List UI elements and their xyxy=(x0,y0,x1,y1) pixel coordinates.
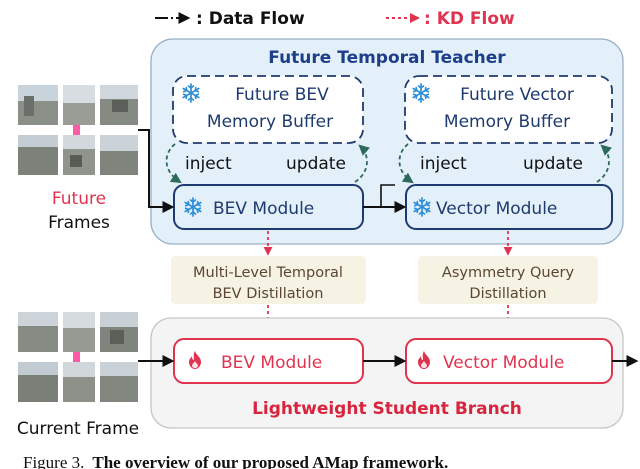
future-frames-label-line2: Frames xyxy=(48,213,110,233)
update-label-bev: update xyxy=(286,154,346,174)
future-frames-label-line1: Future xyxy=(52,189,106,209)
data-flow-legend-label: : Data Flow xyxy=(196,9,305,29)
bev-buffer-label-line2: Memory Buffer xyxy=(207,112,333,132)
query-distillation-box xyxy=(418,256,598,304)
bev-to-vector-branch xyxy=(380,184,395,207)
query-distillation-label-line2: Distillation xyxy=(469,286,546,302)
update-arrow-bev xyxy=(354,144,371,183)
future-frames-to-teacher-arrow xyxy=(138,129,175,213)
bev-distillation-label-line2: BEV Distillation xyxy=(213,286,324,302)
vector-memory-buffer xyxy=(404,75,613,144)
teacher-bev-module-label: BEV Module xyxy=(213,199,314,219)
bev-memory-buffer xyxy=(172,75,364,144)
teacher-vector-module-label: Vector Module xyxy=(436,199,557,219)
bev-distillation-label-line1: Multi-Level Temporal xyxy=(193,265,343,281)
inject-arrow-vector xyxy=(398,143,414,184)
student-title: Lightweight Student Branch xyxy=(252,399,522,419)
bev-distillation-box xyxy=(171,256,366,304)
teacher-title: Future Temporal Teacher xyxy=(268,48,506,68)
inject-label-vector: inject xyxy=(420,154,467,174)
current-frame-label: Current Frame xyxy=(17,419,139,439)
inject-label-bev: inject xyxy=(185,154,232,174)
query-distillation-label-line1: Asymmetry Query xyxy=(442,265,575,281)
legend: : Data Flow : KD Flow xyxy=(155,9,515,29)
update-arrow-vector xyxy=(596,144,613,183)
inject-arrow-bev xyxy=(165,143,182,184)
future-frames-images xyxy=(18,85,138,175)
kd-flow-legend-label: : KD Flow xyxy=(424,9,515,29)
vector-buffer-label-line2: Memory Buffer xyxy=(444,112,570,132)
bev-buffer-label-line1: Future BEV xyxy=(235,85,329,105)
current-frame-images xyxy=(18,312,138,402)
update-label-vector: update xyxy=(523,154,583,174)
student-bev-module-label: BEV Module xyxy=(221,353,322,373)
vector-buffer-label-line1: Future Vector xyxy=(460,85,574,105)
student-vector-module-label: Vector Module xyxy=(443,353,564,373)
figure-caption: Figure 3.The overview of our proposed AM… xyxy=(23,453,448,469)
